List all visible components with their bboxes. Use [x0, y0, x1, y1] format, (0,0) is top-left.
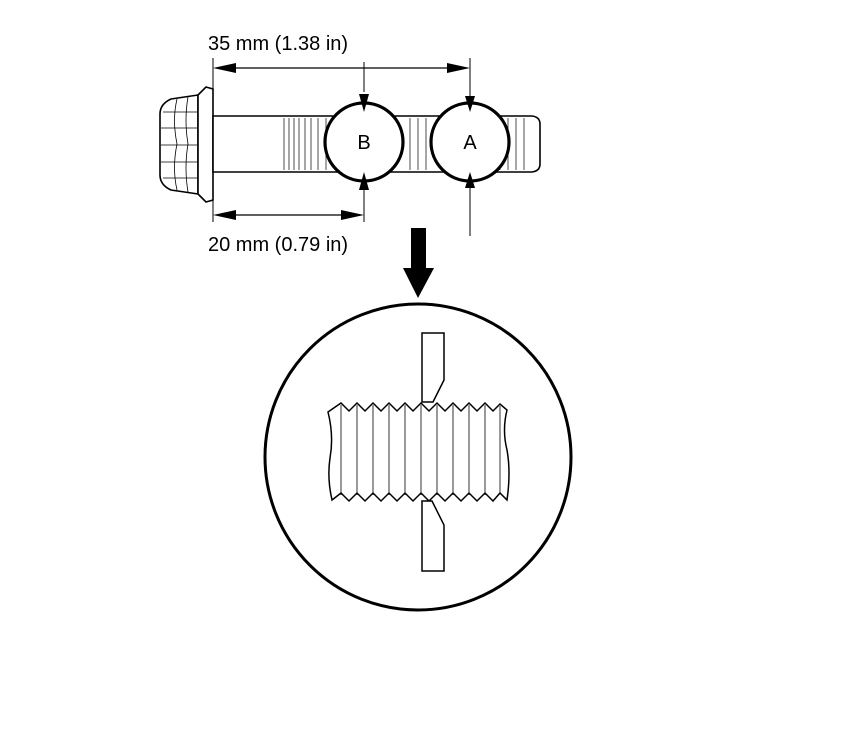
magnified-detail	[263, 302, 573, 612]
caliper-jaw-upper	[421, 332, 445, 403]
measurement-point-a: A	[429, 96, 511, 236]
point-label-b: B	[357, 132, 370, 154]
dimension-label-20mm: 20 mm (0.79 in)	[208, 234, 348, 256]
caliper-jaw-lower	[421, 500, 445, 572]
zoom-arrow	[403, 228, 434, 298]
bolt-flange	[197, 86, 214, 203]
measurement-point-b: B	[323, 62, 405, 222]
bolt-head	[159, 94, 199, 195]
dimension-line-20mm	[212, 186, 365, 222]
dimension-line-35mm	[212, 58, 471, 110]
point-label-a: A	[463, 132, 477, 154]
dimension-label-35mm: 35 mm (1.38 in)	[208, 33, 348, 55]
thread-detail	[327, 401, 510, 503]
